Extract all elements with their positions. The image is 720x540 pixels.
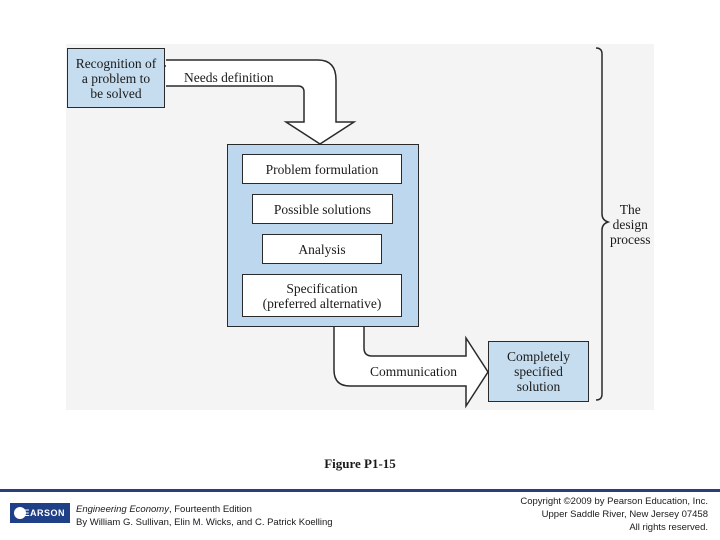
communication-label: Communication — [370, 364, 457, 379]
analysis-label: Analysis — [298, 241, 346, 257]
problem-formulation-box: Problem formulation — [242, 154, 402, 184]
final-solution-box: Completely specified solution — [488, 341, 589, 402]
book-title: Engineering Economy — [76, 504, 169, 515]
specification-sublabel: (preferred alternative) — [262, 295, 382, 311]
possible-solutions-box: Possible solutions — [252, 194, 393, 224]
address-line: Upper Saddle River, New Jersey 07458 — [541, 509, 708, 520]
possible-solutions-label: Possible solutions — [273, 201, 372, 217]
needs-definition-label: Needs definition — [184, 70, 274, 85]
book-authors: By William G. Sullivan, Elin M. Wicks, a… — [76, 517, 333, 528]
footer-divider — [0, 489, 720, 492]
book-edition: , Fourteenth Edition — [168, 504, 252, 515]
final-solution-line-2: specified — [514, 364, 563, 379]
recognition-line-3: be solved — [90, 85, 142, 101]
recognition-line-2: a problem to — [81, 70, 151, 86]
needs-definition-arrow-shaft-outer — [162, 90, 305, 122]
book-citation: Engineering Economy, Fourteenth Edition … — [76, 503, 333, 529]
pearson-logo-icon — [14, 507, 26, 519]
problem-formulation-label: Problem formulation — [265, 161, 379, 177]
design-process-line-3: process — [610, 232, 651, 247]
figure-caption: Figure P1-15 — [324, 456, 396, 471]
book-title-line: Engineering Economy, Fourteenth Edition — [76, 503, 333, 516]
final-solution-line-1: Completely — [507, 349, 570, 364]
recognition-line-1: Recognition of — [75, 55, 157, 71]
copyright-notice: Copyright ©2009 by Pearson Education, In… — [520, 495, 708, 534]
specification-label: Specification — [286, 280, 358, 296]
rights-line: All rights reserved. — [629, 522, 708, 533]
logo-text: PEARSON — [16, 508, 65, 518]
analysis-box: Analysis — [262, 234, 382, 264]
specification-box: Specification (preferred alternative) — [242, 274, 402, 317]
design-process-line-1: The — [619, 202, 641, 217]
copyright-line: Copyright ©2009 by Pearson Education, In… — [520, 496, 708, 507]
final-solution-line-3: solution — [516, 379, 561, 394]
design-process-line-2: design — [612, 217, 648, 232]
publisher-logo: PEARSON — [10, 503, 70, 523]
recognition-box: Recognition of a problem to be solved — [67, 48, 165, 108]
design-process-brace — [595, 47, 611, 401]
design-process-label: The design process — [610, 202, 651, 247]
